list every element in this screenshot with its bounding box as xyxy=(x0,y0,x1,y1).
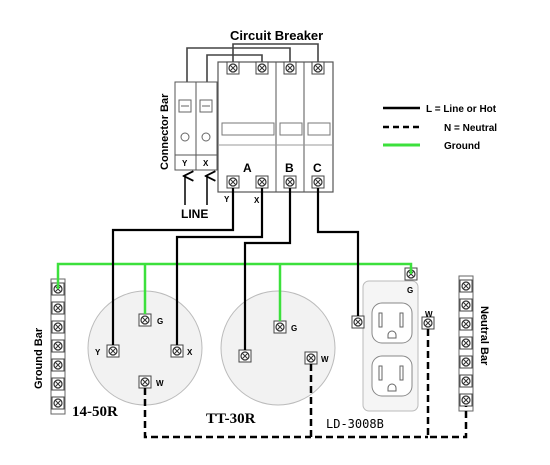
pole-c-label: C xyxy=(313,161,322,175)
receptacle-14-50r-label: 14-50R xyxy=(72,404,118,420)
connector-bar: Y X xyxy=(174,81,218,171)
r1-g-label: G xyxy=(157,317,163,326)
breaker-top-wires xyxy=(186,43,319,82)
connector-terminal-y: Y xyxy=(182,159,188,168)
connector-bar-label: Connector Bar xyxy=(159,93,171,170)
circuit-breaker-title: Circuit Breaker xyxy=(230,28,323,43)
lead-x-label: X xyxy=(254,196,260,205)
circuit-breaker: A B C xyxy=(217,61,334,193)
neutral-wires xyxy=(143,329,468,439)
neutral-bar xyxy=(458,275,474,412)
neutral-bar-label: Neutral Bar xyxy=(478,306,490,366)
lead-y-label: Y xyxy=(224,195,230,204)
pole-b-label: B xyxy=(285,161,294,175)
ground-wires xyxy=(56,262,413,321)
receptacle-ld-3008b-label: LD-3008B xyxy=(326,417,384,431)
pole-a-label: A xyxy=(243,161,252,175)
hot-wires xyxy=(111,188,360,350)
legend-ground-label: Ground xyxy=(444,141,480,152)
receptacle-tt-30r: G W xyxy=(220,290,336,406)
ground-bar-label: Ground Bar xyxy=(33,327,45,389)
line-arrows xyxy=(185,176,207,205)
ground-bar xyxy=(50,278,66,415)
connector-slot-icon xyxy=(178,99,213,142)
outlet-bottom-icon xyxy=(371,355,413,397)
r1-y-label: Y xyxy=(95,348,101,357)
r1-x-label: X xyxy=(187,348,193,357)
r1-w-label: W xyxy=(156,379,164,388)
line-label: LINE xyxy=(181,207,208,221)
legend-neutral-label: N = Neutral xyxy=(444,123,497,134)
receptacle-ld-3008b: G W xyxy=(351,267,435,412)
outlet-top-icon xyxy=(371,302,413,344)
r2-w-label: W xyxy=(321,355,329,364)
r3-g-label: G xyxy=(407,286,413,295)
r3-w-label: W xyxy=(425,310,433,319)
connector-terminal-x: X xyxy=(203,159,209,168)
r2-g-label: G xyxy=(291,324,297,333)
receptacle-tt-30r-label: TT-30R xyxy=(206,411,256,427)
legend-hot-label: L = Line or Hot xyxy=(426,104,497,115)
legend: L = Line or Hot N = Neutral Ground xyxy=(383,104,497,152)
